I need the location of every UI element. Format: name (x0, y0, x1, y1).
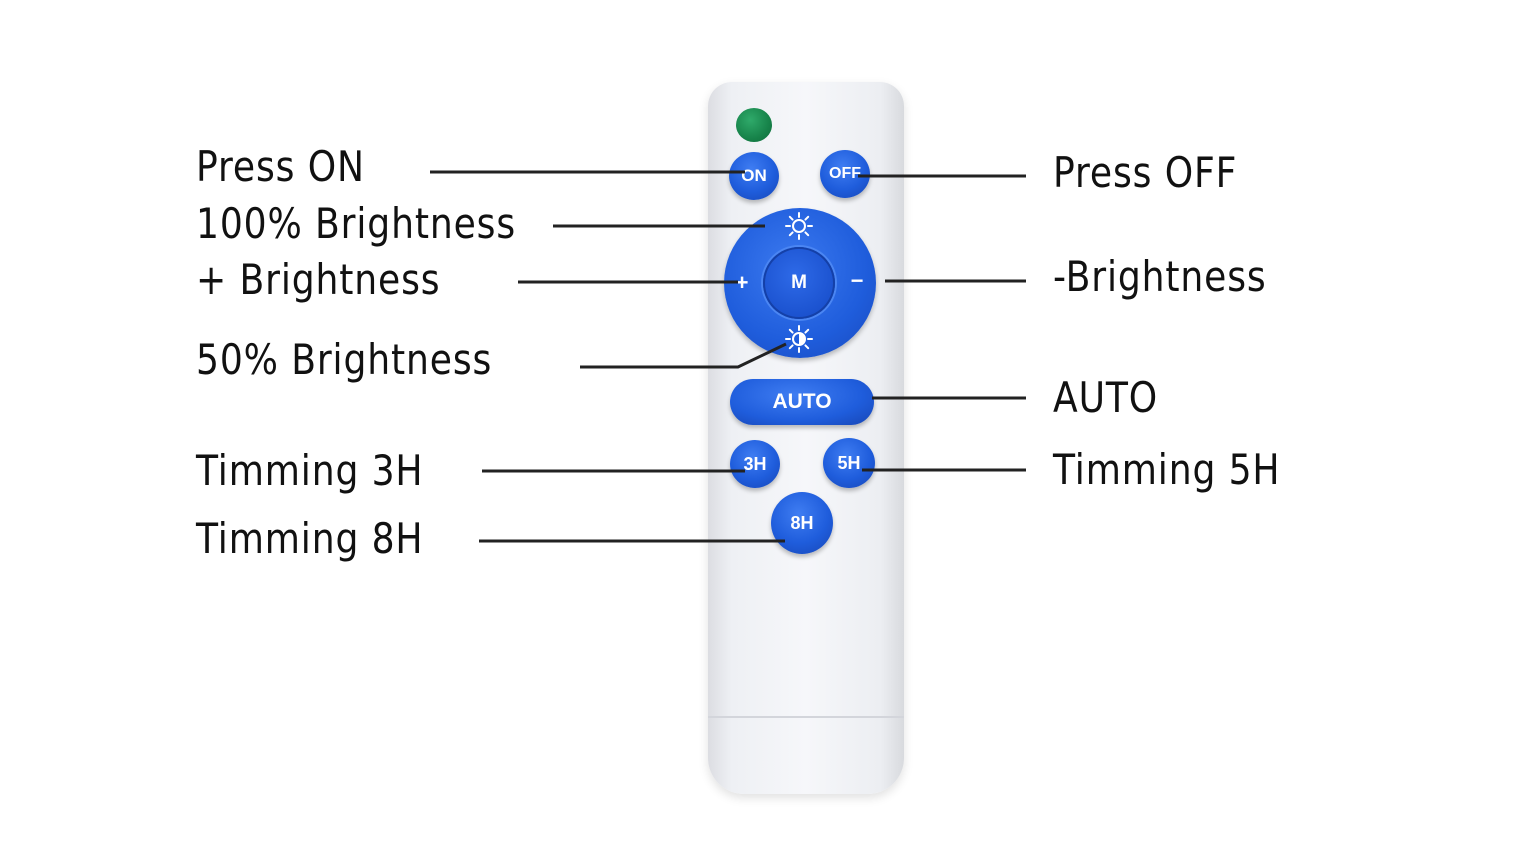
timer-8h-button[interactable]: 8H (771, 492, 833, 554)
label-plus-brightness: + Brightness (196, 255, 441, 304)
off-button[interactable]: OFF (820, 150, 870, 198)
timer-3h-button[interactable]: 3H (730, 440, 780, 488)
indicator-led (736, 108, 772, 142)
half-sun-icon[interactable] (782, 322, 816, 356)
label-timing-5h: Timming 5H (1053, 445, 1281, 494)
label-press-on: Press ON (196, 142, 365, 191)
label-timing-3h: Timming 3H (196, 446, 424, 495)
mode-button[interactable]: M (763, 247, 835, 319)
plus-brightness-button[interactable]: + (735, 270, 749, 295)
on-button[interactable]: ON (729, 152, 779, 200)
label-brightness-50: 50% Brightness (196, 335, 493, 384)
remote-battery-seam (708, 716, 904, 718)
label-brightness-100: 100% Brightness (196, 199, 517, 248)
label-timing-8h: Timming 8H (196, 514, 424, 563)
label-minus-brightness: -Brightness (1053, 252, 1267, 301)
auto-button[interactable]: AUTO (730, 379, 874, 425)
label-auto: AUTO (1053, 373, 1159, 422)
timer-5h-button[interactable]: 5H (823, 438, 875, 488)
label-press-off: Press OFF (1053, 148, 1238, 197)
minus-brightness-button[interactable]: − (850, 268, 864, 293)
remote-control-body (708, 82, 904, 794)
sun-icon[interactable] (782, 209, 816, 243)
leader-brightness-50 (580, 342, 787, 369)
